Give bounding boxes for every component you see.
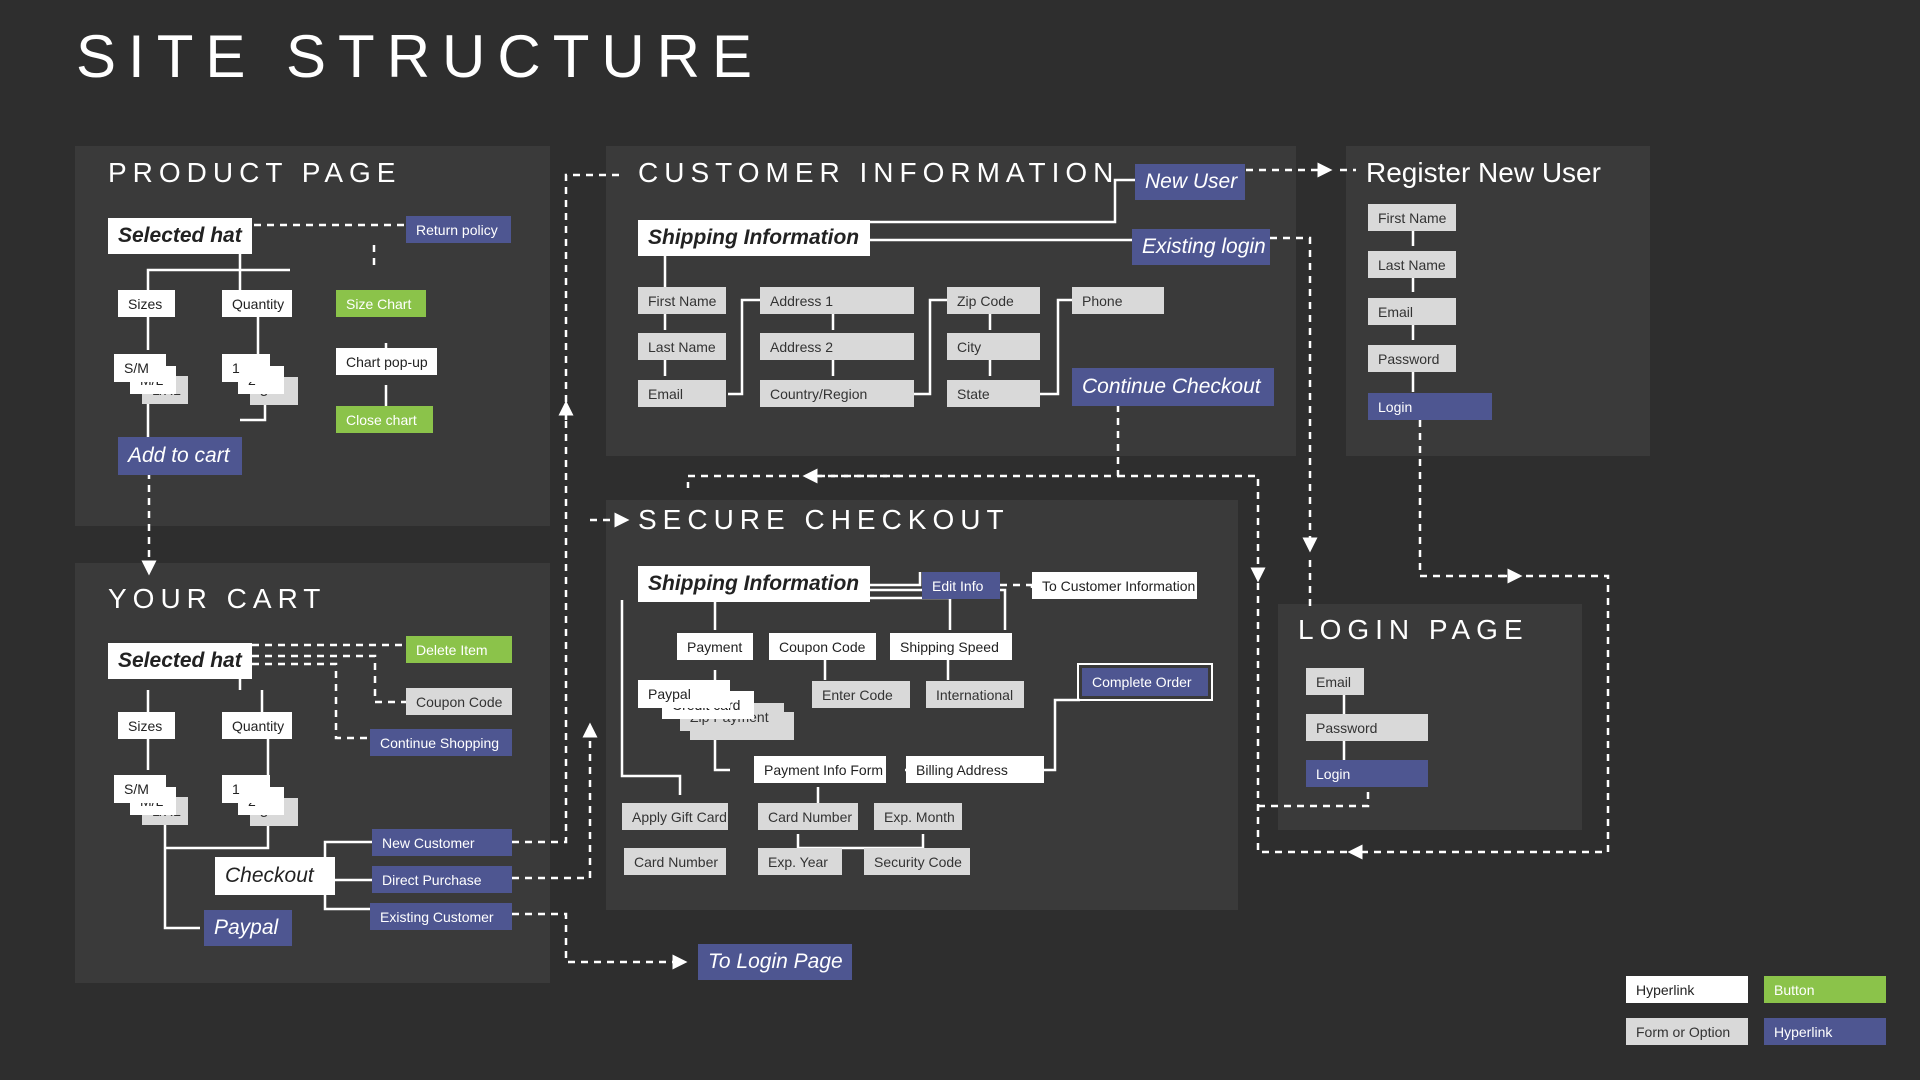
login-button[interactable]: Login <box>1306 760 1428 787</box>
customer-shipping-info: Shipping Information <box>638 220 870 256</box>
continue-shopping-link[interactable]: Continue Shopping <box>370 729 512 756</box>
shipping-speed-option[interactable]: Shipping Speed <box>890 633 1012 660</box>
register-password-field[interactable]: Password <box>1368 345 1456 372</box>
new-user-button[interactable]: New User <box>1135 164 1245 200</box>
gift-card-number-field[interactable]: Card Number <box>624 848 726 875</box>
payment-info-form[interactable]: Payment Info Form <box>754 756 886 783</box>
state-field[interactable]: State <box>947 380 1040 407</box>
cart-size-option-1[interactable]: S/M <box>114 775 166 803</box>
cart-sizes-option[interactable]: Sizes <box>118 712 175 739</box>
customer-email-field[interactable]: Email <box>638 380 726 407</box>
secure-checkout-title: SECURE CHECKOUT <box>638 504 1010 535</box>
delete-item-button[interactable]: Delete Item <box>406 636 512 663</box>
city-field[interactable]: City <box>947 333 1040 360</box>
paypal-button[interactable]: Paypal <box>204 910 292 946</box>
payment-option[interactable]: Payment <box>677 633 753 660</box>
direct-purchase-link[interactable]: Direct Purchase <box>372 866 512 893</box>
register-login-button[interactable]: Login <box>1368 393 1492 420</box>
checkout-link[interactable]: Checkout <box>215 857 335 895</box>
product-sizes-option[interactable]: Sizes <box>118 290 175 317</box>
address1-field[interactable]: Address 1 <box>760 287 914 314</box>
secure-shipping-info: Shipping Information <box>638 566 870 602</box>
customer-information-title: CUSTOMER INFORMATION <box>638 157 1120 188</box>
add-to-cart-button[interactable]: Add to cart <box>118 437 242 475</box>
customer-first-name-field[interactable]: First Name <box>638 287 726 314</box>
cart-coupon-code-field[interactable]: Coupon Code <box>406 688 512 715</box>
international-option[interactable]: International <box>926 681 1024 708</box>
existing-login-button[interactable]: Existing login <box>1132 229 1270 265</box>
payment-option-paypal[interactable]: Paypal <box>638 680 730 708</box>
billing-address-form[interactable]: Billing Address <box>906 756 1044 783</box>
legend-hyperlink-white: Hyperlink <box>1626 976 1748 1003</box>
to-login-page-link[interactable]: To Login Page <box>698 944 852 980</box>
register-new-user-title: Register New User <box>1366 157 1601 188</box>
phone-field[interactable]: Phone <box>1072 287 1164 314</box>
security-code-field[interactable]: Security Code <box>864 848 970 875</box>
country-region-field[interactable]: Country/Region <box>760 380 914 407</box>
product-size-option-1[interactable]: S/M <box>114 354 166 382</box>
register-email-field[interactable]: Email <box>1368 298 1456 325</box>
edit-info-link[interactable]: Edit Info <box>922 572 1000 599</box>
legend-hyperlink-blue: Hyperlink <box>1764 1018 1886 1045</box>
complete-order-button[interactable]: Complete Order <box>1077 663 1213 701</box>
exp-month-field[interactable]: Exp. Month <box>874 803 962 830</box>
your-cart-title: YOUR CART <box>108 583 327 614</box>
continue-checkout-button[interactable]: Continue Checkout <box>1072 368 1274 406</box>
apply-gift-card-field[interactable]: Apply Gift Card <box>622 803 728 830</box>
legend-form-option: Form or Option <box>1626 1018 1748 1045</box>
register-first-name-field[interactable]: First Name <box>1368 204 1456 231</box>
exp-year-field[interactable]: Exp. Year <box>758 848 842 875</box>
existing-customer-link[interactable]: Existing Customer <box>370 903 512 930</box>
legend-button: Button <box>1764 976 1886 1003</box>
new-customer-link[interactable]: New Customer <box>372 829 512 856</box>
close-chart-button[interactable]: Close chart <box>336 406 433 433</box>
product-selected-hat[interactable]: Selected hat <box>108 218 252 254</box>
size-chart-button[interactable]: Size Chart <box>336 290 426 317</box>
customer-last-name-field[interactable]: Last Name <box>638 333 726 360</box>
cart-selected-hat[interactable]: Selected hat <box>108 643 252 679</box>
cart-qty-option-1[interactable]: 1 <box>222 775 270 803</box>
page-title: SITE STRUCTURE <box>76 23 765 90</box>
return-policy-link[interactable]: Return policy <box>406 216 511 243</box>
product-quantity-option[interactable]: Quantity <box>222 290 292 317</box>
product-qty-option-1[interactable]: 1 <box>222 354 270 382</box>
cart-quantity-option[interactable]: Quantity <box>222 712 292 739</box>
register-last-name-field[interactable]: Last Name <box>1368 251 1456 278</box>
login-page-title: LOGIN PAGE <box>1298 614 1529 645</box>
secure-coupon-code[interactable]: Coupon Code <box>769 633 876 660</box>
chart-popup: Chart pop-up <box>336 348 437 375</box>
login-password-field[interactable]: Password <box>1306 714 1428 741</box>
login-email-field[interactable]: Email <box>1306 668 1364 695</box>
product-page-title: PRODUCT PAGE <box>108 157 402 188</box>
zip-code-field[interactable]: Zip Code <box>947 287 1040 314</box>
enter-code-field[interactable]: Enter Code <box>812 681 910 708</box>
to-customer-information-link[interactable]: To Customer Information <box>1032 572 1197 599</box>
card-number-field[interactable]: Card Number <box>758 803 858 830</box>
address2-field[interactable]: Address 2 <box>760 333 914 360</box>
